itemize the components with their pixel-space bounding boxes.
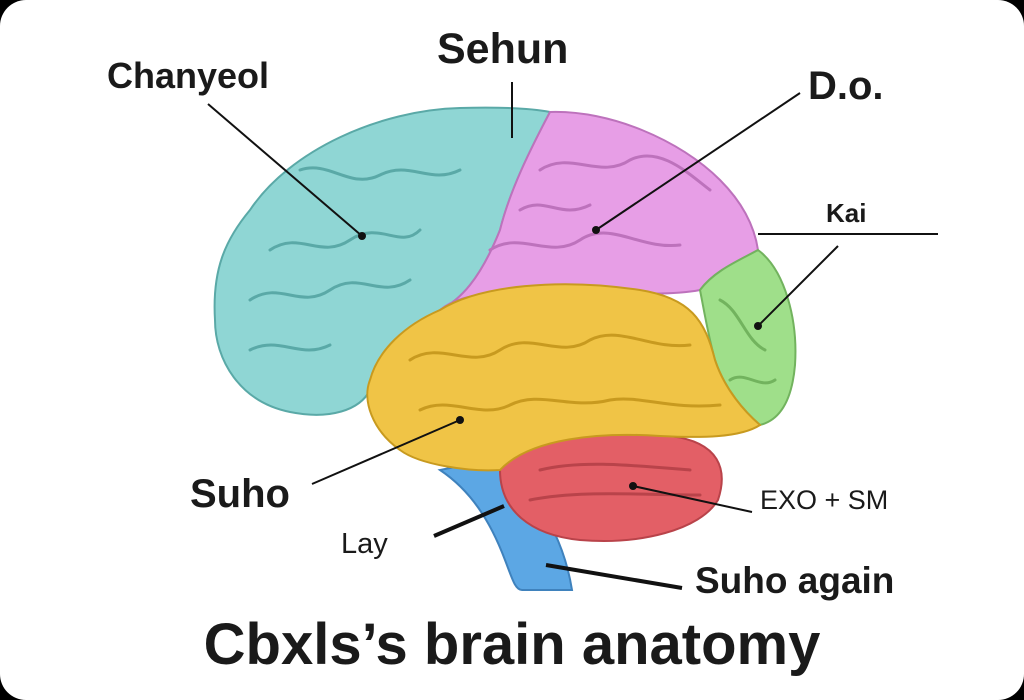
label-chanyeol: Chanyeol [107, 55, 270, 96]
leader-line-suho [311, 419, 461, 485]
leader-dots [358, 226, 762, 490]
diagram-title: Cbxls’s brain anatomy [203, 612, 821, 677]
leader-line-chanyeol [207, 103, 363, 237]
leader-line-kai [757, 245, 839, 327]
label-lay: Lay [341, 528, 388, 560]
brain-illustration [207, 82, 938, 591]
label-suho-again: Suho again [695, 560, 895, 601]
brain-fold-lines [248, 154, 777, 502]
leader-line-do [595, 92, 801, 231]
label-sehun: Sehun [437, 25, 569, 73]
leader-lines [207, 82, 938, 513]
cerebellum-region [498, 433, 723, 542]
label-kai: Kai [826, 198, 867, 228]
leader-line-exo-sm [632, 485, 753, 513]
thick-leader-lines [433, 504, 683, 590]
temporal-lobe-region [366, 283, 762, 472]
label-do: D.o. [808, 64, 884, 108]
leader-line-suho-again [545, 563, 683, 590]
label-suho: Suho [190, 472, 290, 516]
label-exo-sm: EXO + SM [760, 485, 889, 515]
leader-line-lay [433, 504, 505, 538]
